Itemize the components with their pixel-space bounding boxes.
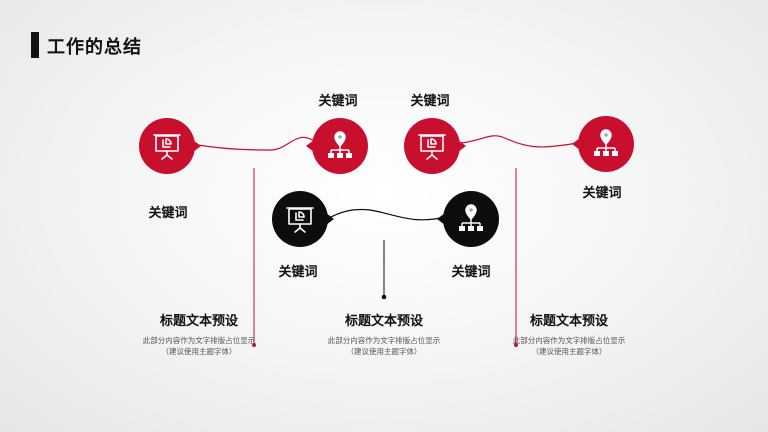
keyword-label-3: 关键词 <box>410 94 450 109</box>
block-line-2: （建议使用主题字体） <box>346 347 422 356</box>
node-2 <box>306 118 368 174</box>
node-6 <box>437 191 499 247</box>
block-line-1: 此部分内容作为文字排版占位显示 <box>512 336 626 345</box>
title-accent-bar <box>31 32 39 58</box>
keyword-label-6: 关键词 <box>451 265 491 280</box>
text-block-left: 标题文本预设 此部分内容作为文字排版占位显示 （建议使用主题字体） <box>143 310 256 357</box>
block-heading: 标题文本预设 <box>529 314 608 329</box>
page-title: 工作的总结 <box>47 37 142 58</box>
block-line-1: 此部分内容作为文字排版占位显示 <box>142 336 256 345</box>
node-1 <box>139 118 201 174</box>
keyword-label-4: 关键词 <box>582 186 622 201</box>
keyword-label-5: 关键词 <box>278 265 318 280</box>
red-wave-left <box>197 136 317 151</box>
node-4 <box>572 116 634 172</box>
node-5 <box>272 191 334 247</box>
keyword-label-1: 关键词 <box>148 206 188 221</box>
keyword-label-2: 关键词 <box>318 94 358 109</box>
black-wave <box>326 208 446 221</box>
block-heading: 标题文本预设 <box>159 314 238 329</box>
text-block-right: 标题文本预设 此部分内容作为文字排版占位显示 （建议使用主题字体） <box>513 310 626 357</box>
block-line-2: （建议使用主题字体） <box>161 347 237 356</box>
block-line-1: 此部分内容作为文字排版占位显示 <box>327 336 441 345</box>
text-block-center: 标题文本预设 此部分内容作为文字排版占位显示 （建议使用主题字体） <box>328 310 441 357</box>
block-line-2: （建议使用主题字体） <box>531 347 607 356</box>
red-wave-right <box>460 135 579 148</box>
node-3 <box>404 118 466 174</box>
block-heading: 标题文本预设 <box>344 314 423 329</box>
